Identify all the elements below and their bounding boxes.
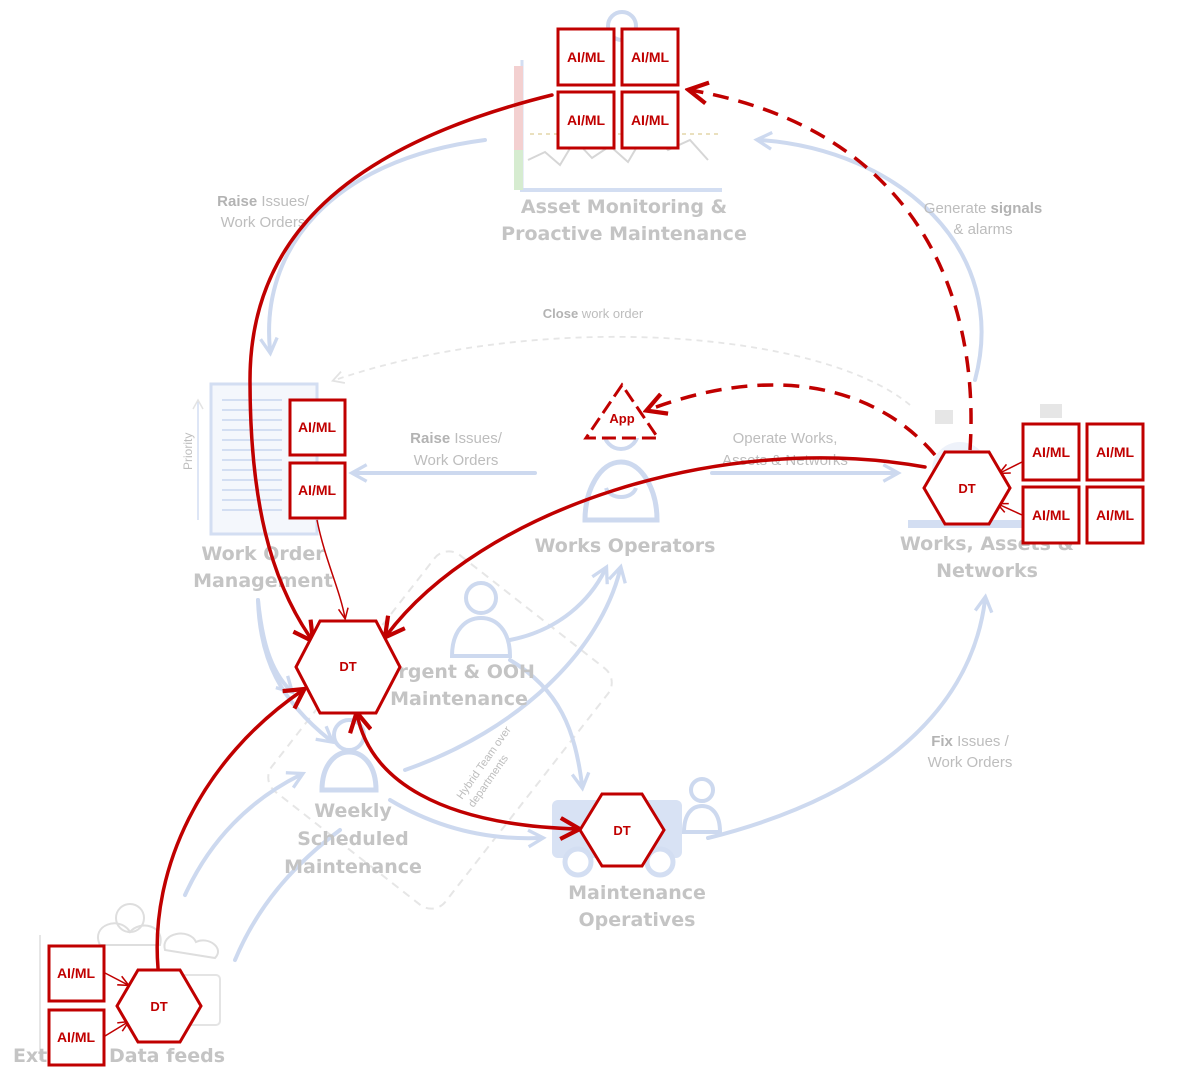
svg-text:DT: DT [613, 823, 630, 838]
svg-text:AI/ML: AI/ML [631, 49, 670, 65]
svg-text:AI/ML: AI/ML [298, 419, 337, 435]
weekly-person-icon [319, 718, 379, 793]
aiml-cluster-works: AI/ML AI/ML AI/ML AI/ML [1021, 422, 1145, 545]
weekly-title-1: Weekly [314, 800, 392, 822]
aiml-box[interactable]: AI/ML [288, 461, 347, 520]
red-arc-external-to-wo-dt [155, 690, 303, 970]
svg-text:AI/ML: AI/ML [1032, 507, 1071, 523]
generate-label-1: Generate signals [924, 200, 1042, 217]
operate-label-1: Operate Works, [733, 430, 838, 447]
raise-mid-label-1: Raise Issues/ [410, 430, 503, 447]
aiml-box[interactable]: AI/ML [1021, 422, 1081, 482]
svg-text:AI/ML: AI/ML [1096, 507, 1135, 523]
red-small-aiml-to-ext-dt-1 [104, 972, 131, 987]
aiml-box[interactable]: AI/ML [1085, 485, 1145, 545]
aiml-cluster-top: AI/ML AI/ML AI/ML AI/ML [556, 27, 680, 150]
weekly-title-3: Maintenance [284, 856, 422, 878]
svg-text:DT: DT [339, 659, 356, 674]
maintenance-ops-title-1: Maintenance [568, 882, 706, 904]
flow-urgent-to-operators [508, 570, 605, 642]
red-small-aiml-to-works-dt-1 [997, 461, 1023, 475]
svg-text:DT: DT [958, 481, 975, 496]
flow-wom-to-urgent [256, 598, 290, 690]
urgent-title-2: Maintenance [390, 688, 528, 710]
svg-text:AI/ML: AI/ML [567, 112, 606, 128]
app-triangle[interactable]: App [583, 382, 661, 440]
aiml-cluster-external: AI/ML AI/ML [47, 944, 106, 1067]
close-label: Close work order [543, 306, 644, 321]
work-order-title-1: Work Order [201, 543, 325, 565]
flow-weekly-to-van [388, 798, 540, 838]
red-thin-aiml-to-wo-dt [316, 519, 349, 621]
weekly-title-2: Scheduled [297, 828, 409, 850]
svg-text:App: App [609, 411, 634, 426]
flow-external-to-weekly [183, 775, 300, 897]
svg-text:AI/ML: AI/ML [57, 965, 96, 981]
raise-mid-label-2: Work Orders [414, 452, 499, 469]
flow-external-to-weekly-2 [233, 828, 342, 962]
aiml-box[interactable]: AI/ML [620, 90, 680, 150]
red-arc-wo-dt-to-maint-dt [357, 714, 578, 829]
work-order-title-2: Management [193, 570, 333, 592]
monitoring-chart-icon [514, 10, 722, 192]
fix-label-1: Fix Issues / [931, 733, 1009, 750]
works-assets-title-2: Networks [936, 560, 1038, 582]
works-operators-title: Works Operators [535, 535, 716, 557]
svg-text:AI/ML: AI/ML [567, 49, 606, 65]
dt-hexagon-maintenance[interactable]: DT [578, 792, 666, 868]
aiml-box[interactable]: AI/ML [1021, 485, 1081, 545]
flow-close-work-order [330, 335, 911, 406]
asset-monitoring-title-1: Asset Monitoring & [521, 196, 727, 218]
aiml-box[interactable]: AI/ML [620, 27, 680, 87]
red-dashed-dt-to-app [648, 383, 937, 457]
generate-label-2: & alarms [953, 221, 1012, 238]
aiml-box[interactable]: AI/ML [556, 27, 616, 87]
flow-generate-signals [760, 140, 984, 382]
asset-monitoring-title-2: Proactive Maintenance [501, 223, 747, 245]
maintenance-ops-title-2: Operatives [578, 909, 695, 931]
aiml-cluster-work-order: AI/ML AI/ML [288, 398, 347, 520]
svg-text:AI/ML: AI/ML [298, 482, 337, 498]
red-small-aiml-to-ext-dt-2 [104, 1020, 131, 1037]
red-small-aiml-to-works-dt-2 [995, 502, 1023, 516]
aiml-box[interactable]: AI/ML [47, 944, 106, 1003]
dt-hexagon-works[interactable]: DT [922, 450, 1012, 526]
flow-raise-issues-top [269, 138, 487, 350]
raise-top-label-2: Work Orders [221, 214, 306, 231]
dt-hexagon-external[interactable]: DT [115, 968, 203, 1044]
aiml-box[interactable]: AI/ML [1085, 422, 1145, 482]
external-data-title: External Data feeds [13, 1045, 225, 1067]
svg-text:AI/ML: AI/ML [1032, 444, 1071, 460]
raise-top-label-1: Raise Issues/ [217, 193, 310, 210]
aiml-box[interactable]: AI/ML [556, 90, 616, 150]
priority-axis-label: Priority [181, 433, 195, 470]
svg-text:AI/ML: AI/ML [57, 1029, 96, 1045]
red-dashed-dt-to-monitoring [690, 90, 973, 451]
aiml-box[interactable]: AI/ML [47, 1008, 106, 1067]
fix-label-2: Work Orders [928, 754, 1013, 771]
red-arc-works-dt-to-wo-dt [386, 456, 927, 636]
flow-fix-issues [706, 600, 985, 840]
svg-text:DT: DT [150, 999, 167, 1014]
urgent-title-1: Urgent & OOH [383, 661, 535, 683]
svg-text:AI/ML: AI/ML [631, 112, 670, 128]
hybrid-team-rotated-label: Hybrid Team over departments [455, 724, 514, 810]
svg-text:AI/ML: AI/ML [1096, 444, 1135, 460]
aiml-box[interactable]: AI/ML [288, 398, 347, 457]
urgent-person-icon [449, 581, 513, 658]
dt-hexagon-work-order[interactable]: DT [294, 619, 402, 715]
red-arc-monitoring-to-dt [248, 93, 554, 640]
